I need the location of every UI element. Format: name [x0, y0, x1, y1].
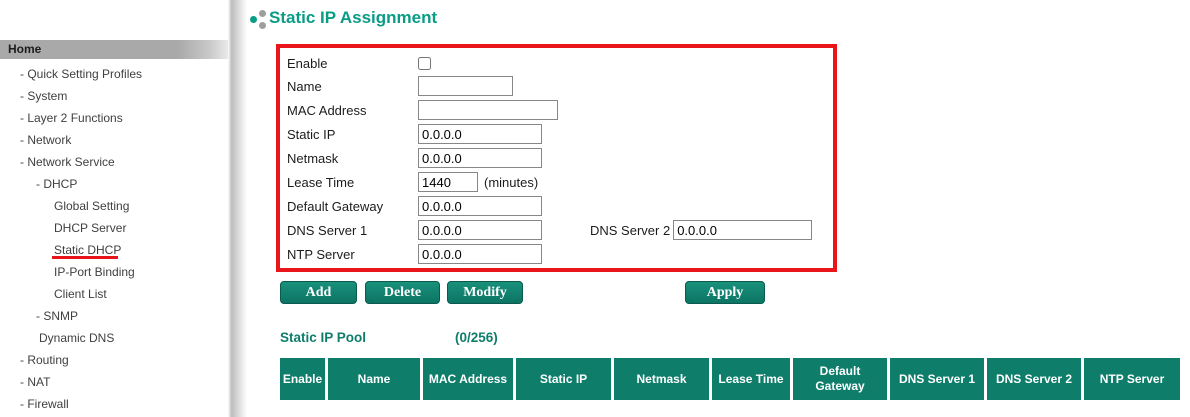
page-title: Static IP Assignment: [269, 8, 438, 27]
form-row-default-gateway: Default Gateway: [280, 194, 833, 218]
dns-server-1-label: DNS Server 1: [287, 222, 368, 238]
form-row-enable: Enable: [280, 52, 833, 74]
title-bullet-icon: [248, 8, 268, 30]
sidebar-item-network[interactable]: - Network: [20, 133, 72, 147]
table-header-netmask: Netmask: [614, 358, 709, 400]
delete-button[interactable]: Delete: [365, 281, 440, 304]
static-ip-pool-count: (0/256): [455, 330, 498, 345]
sidebar-item-quick-setting-profiles[interactable]: - Quick Setting Profiles: [20, 67, 143, 81]
sidebar-item-static-dhcp-label: Static DHCP: [54, 243, 122, 257]
apply-button[interactable]: Apply: [685, 281, 765, 304]
sidebar-divider: [228, 0, 248, 417]
current-page-underline: [52, 256, 118, 259]
sidebar-item-global-setting[interactable]: Global Setting: [54, 199, 130, 213]
sidebar-item-home[interactable]: Home: [0, 40, 228, 59]
sidebar-item-firewall[interactable]: - Firewall: [20, 397, 69, 411]
netmask-label: Netmask: [287, 150, 339, 166]
sidebar: Home - Quick Setting Profiles - System -…: [0, 0, 228, 417]
ntp-server-label: NTP Server: [287, 246, 355, 262]
dns-server-2-label: DNS Server 2: [590, 222, 671, 238]
sidebar-item-nat[interactable]: - NAT: [20, 375, 51, 389]
sidebar-item-dynamic-dns[interactable]: Dynamic DNS: [39, 331, 115, 345]
static-ip-input[interactable]: [418, 124, 542, 144]
table-header-mac-address: MAC Address: [423, 358, 513, 400]
static-ip-label: Static IP: [287, 126, 336, 142]
form-row-static-ip: Static IP: [280, 122, 833, 146]
sidebar-item-network-service[interactable]: - Network Service: [20, 155, 115, 169]
lease-time-input[interactable]: [418, 172, 478, 192]
sidebar-item-ip-port-binding[interactable]: IP-Port Binding: [54, 265, 135, 279]
sidebar-item-routing[interactable]: - Routing: [20, 353, 69, 367]
ntp-server-input[interactable]: [418, 244, 542, 264]
mac-address-label: MAC Address: [287, 102, 367, 118]
sidebar-item-dhcp-server[interactable]: DHCP Server: [54, 221, 127, 235]
add-button[interactable]: Add: [280, 281, 357, 304]
table-header-default-gateway: Default Gateway: [793, 358, 887, 400]
form-row-ntp: NTP Server: [280, 242, 833, 266]
table-header-name: Name: [328, 358, 420, 400]
sidebar-item-system[interactable]: - System: [20, 89, 68, 103]
form-row-mac: MAC Address: [280, 98, 833, 122]
form-row-lease-time: Lease Time (minutes): [280, 170, 833, 194]
enable-label: Enable: [287, 55, 328, 71]
modify-button[interactable]: Modify: [447, 281, 523, 304]
form-row-dns: DNS Server 1 DNS Server 2: [280, 218, 833, 242]
table-header-static-ip: Static IP: [516, 358, 611, 400]
mac-address-input[interactable]: [418, 100, 558, 120]
static-ip-pool-table: Enable Name MAC Address Static IP Netmas…: [277, 355, 1183, 403]
sidebar-item-dhcp[interactable]: - DHCP: [36, 177, 78, 191]
table-header-lease-time: Lease Time: [712, 358, 790, 400]
dns-server-1-input[interactable]: [418, 220, 542, 240]
default-gateway-input[interactable]: [418, 196, 542, 216]
table-header-dns-server-2: DNS Server 2: [987, 358, 1081, 400]
table-header-enable: Enable: [280, 358, 325, 400]
sidebar-item-layer2-functions[interactable]: - Layer 2 Functions: [20, 111, 123, 125]
sidebar-item-static-dhcp[interactable]: Static DHCP: [0, 239, 228, 261]
lease-time-label: Lease Time: [287, 174, 355, 190]
netmask-input[interactable]: [418, 148, 542, 168]
table-header-dns-server-1: DNS Server 1: [890, 358, 984, 400]
sidebar-item-snmp[interactable]: - SNMP: [36, 309, 78, 323]
sidebar-item-client-list[interactable]: Client List: [54, 287, 107, 301]
dns-server-2-input[interactable]: [673, 220, 813, 240]
enable-checkbox[interactable]: [418, 56, 431, 70]
form-row-netmask: Netmask: [280, 146, 833, 170]
form-row-name: Name: [280, 74, 833, 98]
lease-time-unit: (minutes): [484, 174, 539, 190]
name-label: Name: [287, 78, 322, 94]
table-header-ntp-server: NTP Server: [1084, 358, 1180, 400]
static-ip-form-highlight-box: Enable Name MAC Address Static IP Netmas…: [276, 44, 837, 272]
name-input[interactable]: [418, 76, 513, 96]
sidebar-menu: - Quick Setting Profiles - System - Laye…: [0, 63, 228, 415]
static-ip-pool-heading: Static IP Pool: [280, 330, 367, 345]
default-gateway-label: Default Gateway: [287, 198, 384, 214]
